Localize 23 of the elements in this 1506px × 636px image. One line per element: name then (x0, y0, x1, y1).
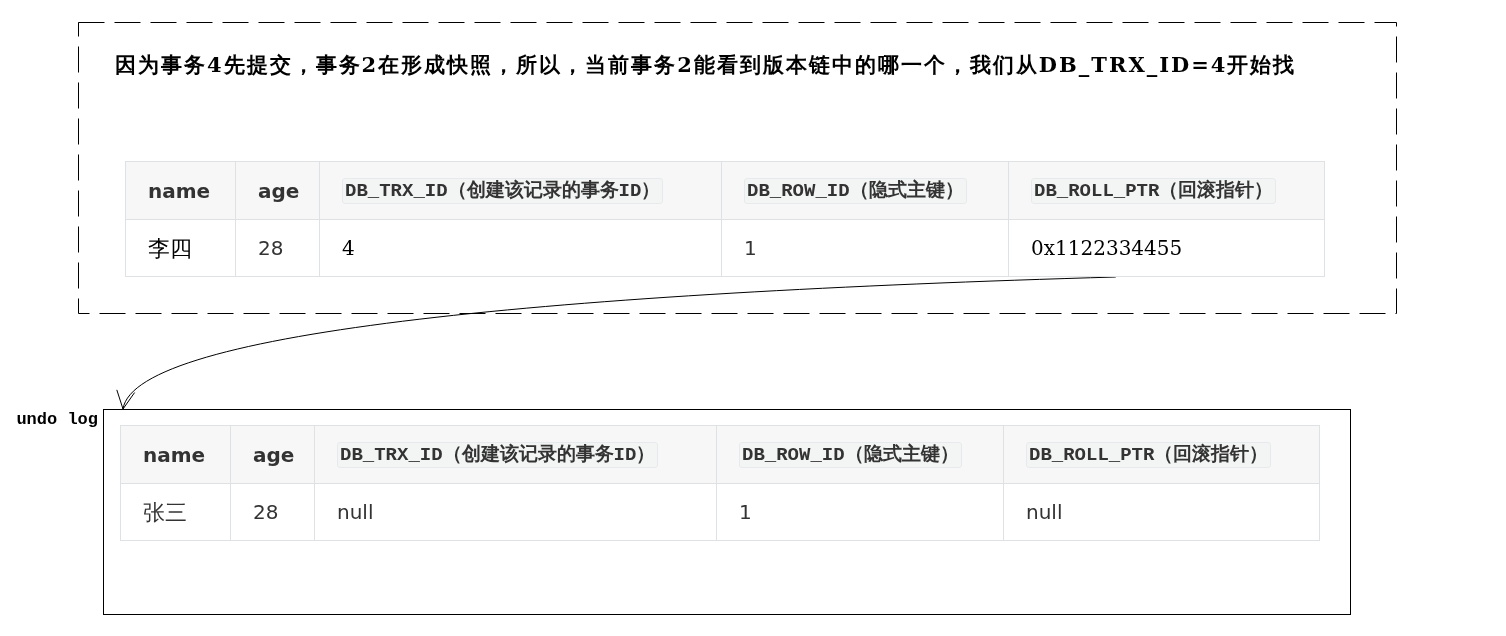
code-label: DB_ROLL_PTR（回滚指针） (1026, 441, 1272, 468)
table-header-cell (1003, 425, 1320, 484)
code-label: DB_ROW_ID（隐式主键） (739, 441, 962, 468)
table-header-cell (314, 425, 717, 484)
table-cell: null (1003, 483, 1320, 541)
table-cell: 李四 (125, 219, 236, 277)
dashed-frame (78, 22, 1397, 314)
table-cell: 0x1122334455 (1008, 219, 1325, 277)
table-header-cell: name (120, 425, 231, 484)
table-header-cell (1008, 161, 1325, 220)
table-header-cell (319, 161, 722, 220)
table-header-cell (721, 161, 1009, 220)
frame-label: undo log (16, 409, 98, 431)
code-label: DB_ROLL_PTR（回滚指针） (1031, 177, 1277, 204)
code-label: DB_TRX_ID（创建该记录的事务ID） (337, 441, 659, 468)
code-label: DB_ROW_ID（隐式主键） (744, 177, 967, 204)
note-text: 因为事务4先提交，事务2在形成快照，所以，当前事务2能看到版本链中的哪一个，我们从DB_TRX_ID=4开始找 (115, 51, 1297, 79)
table-cell: 张三 (120, 483, 231, 541)
code-label: DB_TRX_ID（创建该记录的事务ID） (342, 177, 664, 204)
table-header-cell: age (230, 425, 315, 484)
table-header-cell (716, 425, 1004, 484)
table-header-cell: age (235, 161, 320, 220)
table-header-cell: name (125, 161, 236, 220)
